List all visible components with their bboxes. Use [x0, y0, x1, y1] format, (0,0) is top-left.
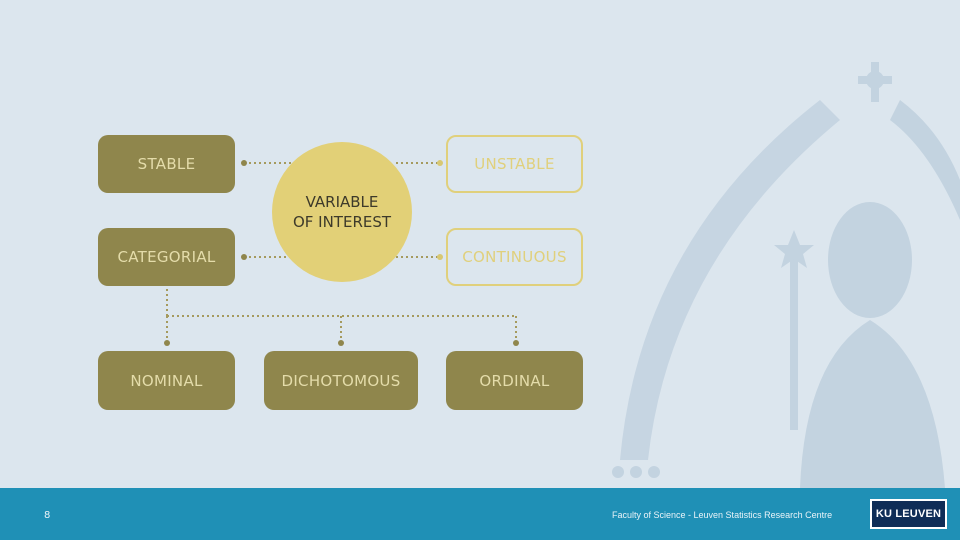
university-seal-watermark [600, 60, 960, 488]
ku-leuven-logo: KU LEUVEN [870, 499, 947, 529]
unstable-box: UNSTABLE [446, 135, 583, 193]
center-label-line1: VARIABLE [293, 192, 391, 212]
footer-text: Faculty of Science - Leuven Statistics R… [612, 510, 832, 520]
variable-of-interest-circle: VARIABLE OF INTEREST [272, 142, 412, 282]
continuous-box: CONTINUOUS [446, 228, 583, 286]
center-label-line2: OF INTEREST [293, 212, 391, 232]
ordinal-box: ORDINAL [446, 351, 583, 410]
dichotomous-box: DICHOTOMOUS [264, 351, 418, 410]
categorial-box: CATEGORIAL [98, 228, 235, 286]
page-number: 8 [44, 510, 50, 521]
stable-box: STABLE [98, 135, 235, 193]
nominal-box: NOMINAL [98, 351, 235, 410]
